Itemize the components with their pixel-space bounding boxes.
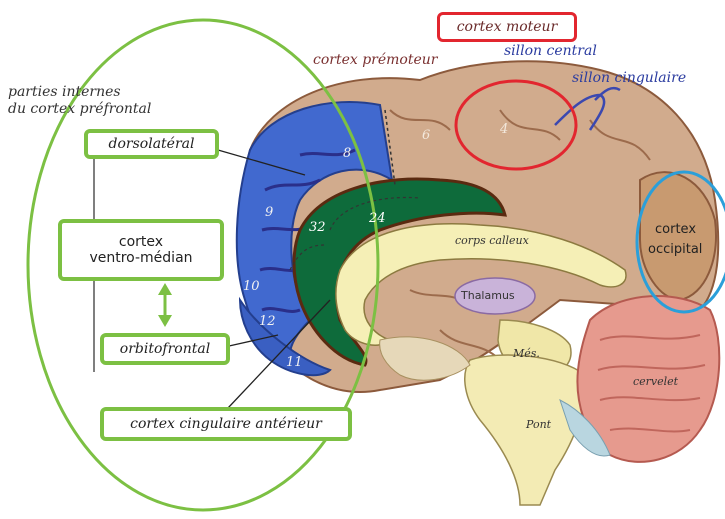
motor-cortex-label: cortex moteur: [456, 19, 558, 35]
pons-label: Pont: [526, 418, 552, 431]
occipital-label-1: cortex: [655, 222, 697, 237]
title-line-1: parties internes: [8, 84, 121, 100]
ventromedian-label-1: cortex: [118, 234, 164, 250]
corpus-callosum-label: corps calleux: [455, 234, 529, 247]
thalamus: [454, 277, 536, 315]
occipital-label-2: occipital: [648, 242, 703, 257]
dorsolateral-box: dorsolatéral: [84, 129, 219, 159]
ventromedian-box: cortex ventro-médian: [58, 219, 224, 281]
motor-cortex-highlight: [454, 79, 578, 171]
orbitofrontal-box: orbitofrontal: [100, 333, 230, 365]
brainstem: [464, 354, 587, 506]
area-32-label: 32: [309, 220, 326, 235]
central-sulcus-label: sillon central: [504, 43, 597, 59]
area-6-label: 6: [422, 128, 431, 143]
prefrontal-highlight-ellipse: [26, 18, 380, 512]
occipital-highlight: [635, 170, 725, 314]
area-8-label: 8: [343, 146, 352, 161]
premotor-label: cortex prémoteur: [313, 52, 438, 68]
cerebellum-label: cervelet: [633, 375, 679, 388]
ventromedian-label-2: ventro-médian: [89, 250, 193, 266]
thalamus-label: Thalamus: [461, 289, 515, 302]
dorsolateral-label: dorsolatéral: [108, 136, 195, 152]
area-10-label: 10: [243, 279, 260, 294]
orbitofrontal-label: orbitofrontal: [119, 341, 211, 357]
area-24-label: 24: [369, 211, 386, 226]
occipital-region: [639, 171, 717, 302]
area-11-label: 11: [286, 355, 303, 370]
area-4-label: 4: [500, 122, 509, 137]
anterior-cingulate-label: cortex cingulaire antérieur: [130, 416, 322, 432]
title-line-2: du cortex préfrontal: [8, 101, 152, 117]
motor-cortex-box: cortex moteur: [437, 12, 577, 42]
mesencephalon-label: Més.: [513, 347, 540, 360]
area-12-label: 12: [259, 314, 276, 329]
cingulate-sulcus-label: sillon cingulaire: [572, 70, 687, 86]
area-9-label: 9: [265, 205, 274, 220]
corpus-callosum: [335, 223, 627, 346]
anterior-cingulate-box: cortex cingulaire antérieur: [100, 407, 352, 441]
